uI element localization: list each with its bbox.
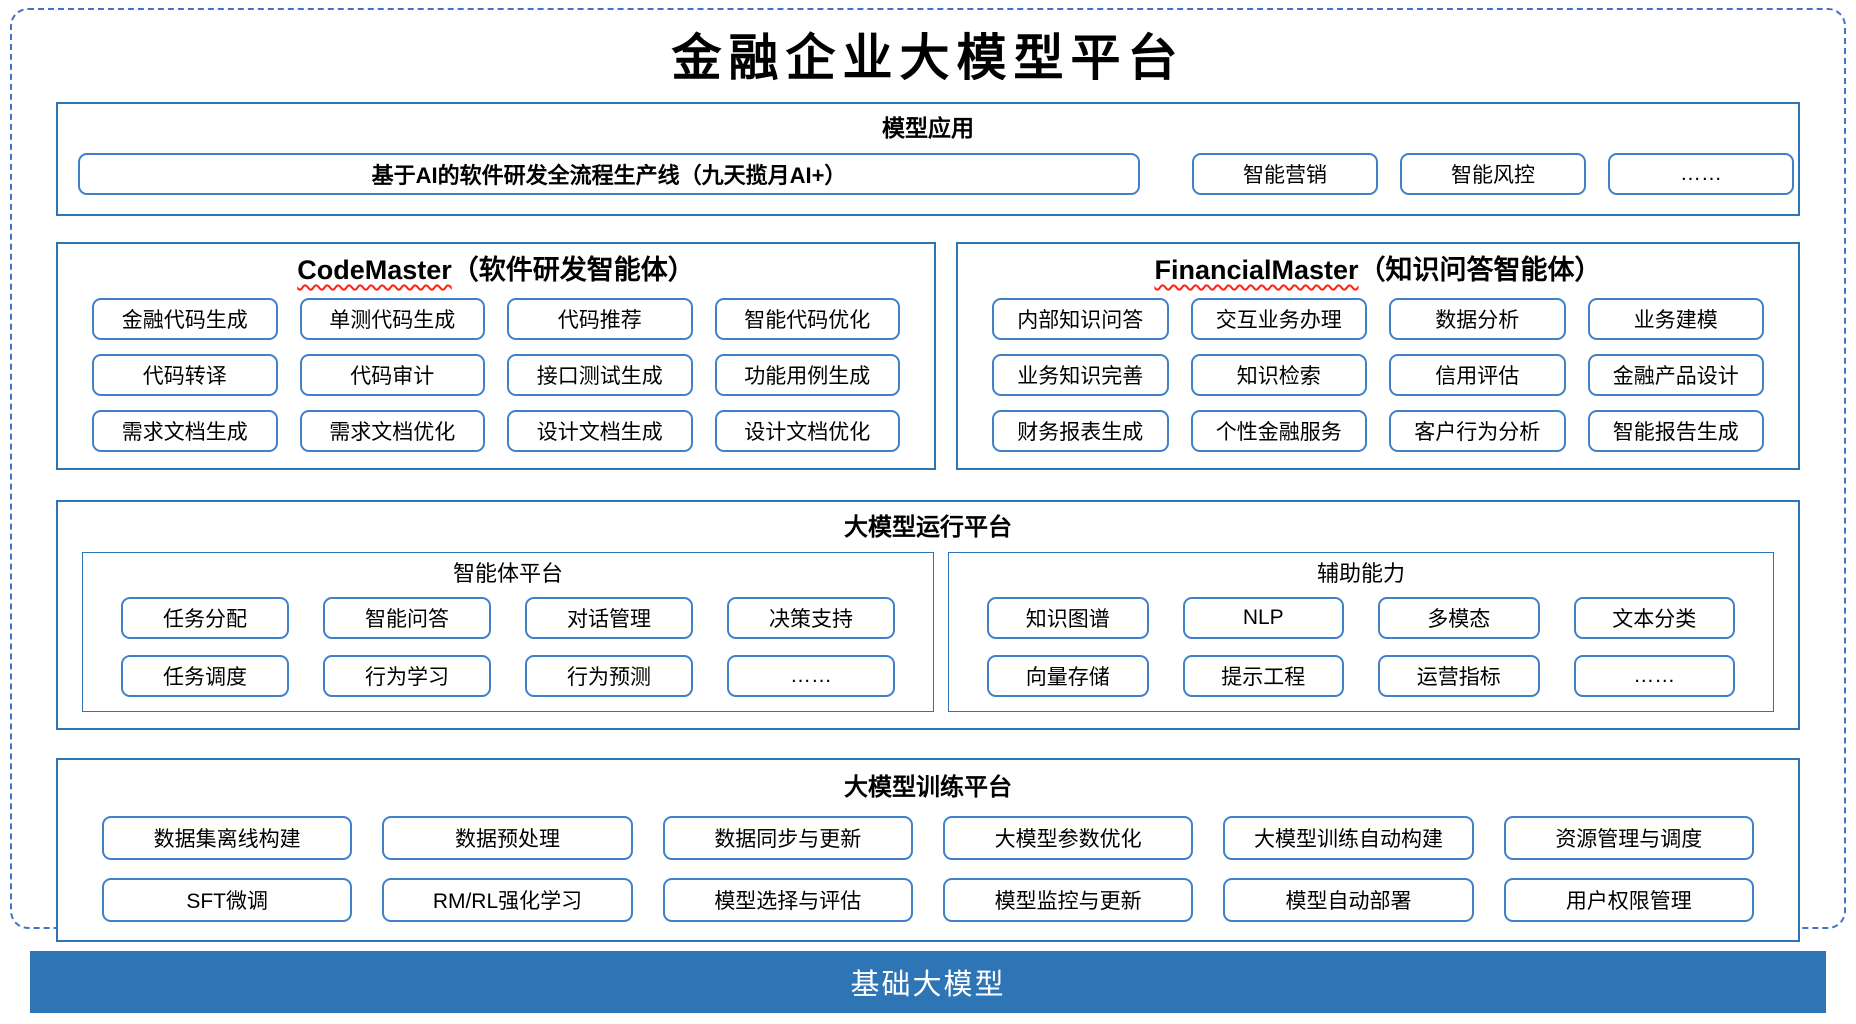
capability-box: 任务分配 (121, 597, 289, 639)
capability-box: 智能报告生成 (1587, 410, 1764, 452)
capability-box: 数据预处理 (382, 816, 633, 860)
training-platform-grid: 数据集离线构建数据预处理数据同步与更新大模型参数优化大模型训练自动构建资源管理与… (58, 816, 1798, 922)
app-box-marketing: 智能营销 (1192, 153, 1378, 195)
codemaster-title-en: CodeMaster (297, 255, 452, 285)
capability-box: 运营指标 (1378, 655, 1540, 697)
codemaster-section: CodeMaster（软件研发智能体） 金融代码生成单测代码生成代码推荐智能代码… (56, 242, 936, 470)
foundation-model-bar: 基础大模型 (30, 951, 1826, 1013)
capability-box: 代码推荐 (507, 298, 693, 340)
financialmaster-title-en: FinancialMaster (1154, 255, 1359, 285)
capability-box: 单测代码生成 (299, 298, 485, 340)
capability-box: 智能问答 (323, 597, 491, 639)
outer-dashed-frame: 金融企业大模型平台 模型应用 基于AI的软件研发全流程生产线（九天揽月AI+） … (10, 8, 1846, 942)
agent-platform-panel: 智能体平台 任务分配智能问答对话管理决策支持任务调度行为学习行为预测 …… (82, 552, 934, 712)
runtime-row: 智能体平台 任务分配智能问答对话管理决策支持任务调度行为学习行为预测 …… 辅助能… (82, 552, 1774, 712)
capability-box: 文本分类 (1573, 597, 1735, 639)
capability-box: 模型选择与评估 (662, 878, 913, 922)
financialmaster-title: FinancialMaster（知识问答智能体） (958, 252, 1798, 288)
capability-box: SFT微调 (102, 878, 353, 922)
app-box-risk-control: 智能风控 (1400, 153, 1586, 195)
capability-box: 财务报表生成 (992, 410, 1169, 452)
auxiliary-capability-grid: 知识图谱 NLP 多模态文本分类向量存储提示工程运营指标 …… (949, 597, 1773, 697)
capability-box: 知识图谱 (987, 597, 1149, 639)
capability-box: 信用评估 (1389, 354, 1566, 396)
capability-box: 数据分析 (1389, 298, 1566, 340)
runtime-platform-section: 大模型运行平台 智能体平台 任务分配智能问答对话管理决策支持任务调度行为学习行为… (56, 500, 1800, 730)
capability-box: 代码转译 (92, 354, 278, 396)
capability-box: 数据集离线构建 (102, 816, 353, 860)
financialmaster-grid: 内部知识问答交互业务办理数据分析业务建模业务知识完善知识检索信用评估金融产品设计… (958, 298, 1798, 452)
codemaster-grid: 金融代码生成单测代码生成代码推荐智能代码优化代码转译代码审计接口测试生成功能用例… (58, 298, 934, 452)
capability-box: 向量存储 (987, 655, 1149, 697)
app-box-ellipsis: …… (1608, 153, 1794, 195)
capability-box: 多模态 (1378, 597, 1540, 639)
foundation-model-label: 基础大模型 (850, 969, 1006, 1001)
page-title: 金融企业大模型平台 (671, 28, 1185, 87)
capability-box: 对话管理 (525, 597, 693, 639)
agent-platform-grid: 任务分配智能问答对话管理决策支持任务调度行为学习行为预测 …… (83, 597, 933, 697)
codemaster-title-cn: （软件研发智能体） (451, 255, 695, 285)
codemaster-title: CodeMaster（软件研发智能体） (58, 252, 934, 288)
capability-box: 接口测试生成 (507, 354, 693, 396)
capability-box: 业务建模 (1587, 298, 1764, 340)
capability-box: NLP (1182, 597, 1344, 639)
capability-box: 需求文档生成 (92, 410, 278, 452)
capability-box: 决策支持 (727, 597, 895, 639)
capability-box: 用户权限管理 (1503, 878, 1754, 922)
model-application-title: 模型应用 (882, 115, 974, 141)
capability-box: 大模型参数优化 (942, 816, 1194, 860)
capability-box: 内部知识问答 (992, 298, 1169, 340)
capability-box: 个性金融服务 (1190, 410, 1367, 452)
model-application-row: 基于AI的软件研发全流程生产线（九天揽月AI+） 智能营销 智能风控 …… (78, 153, 1794, 195)
training-platform-section: 大模型训练平台 数据集离线构建数据预处理数据同步与更新大模型参数优化大模型训练自… (56, 758, 1800, 942)
app-pipeline-box: 基于AI的软件研发全流程生产线（九天揽月AI+） (78, 153, 1140, 195)
capability-box: 行为预测 (525, 655, 693, 697)
model-application-section: 模型应用 基于AI的软件研发全流程生产线（九天揽月AI+） 智能营销 智能风控 … (56, 102, 1800, 216)
capability-box: 任务调度 (121, 655, 289, 697)
capability-box: 模型自动部署 (1223, 878, 1474, 922)
capability-box: 代码审计 (299, 354, 485, 396)
capability-box: 交互业务办理 (1190, 298, 1367, 340)
runtime-platform-title: 大模型运行平台 (844, 514, 1012, 541)
capability-box: …… (727, 655, 895, 697)
capability-box: 设计文档优化 (714, 410, 900, 452)
capability-box: 模型监控与更新 (942, 878, 1194, 922)
capability-box: 提示工程 (1182, 655, 1344, 697)
capability-box: …… (1573, 655, 1735, 697)
financialmaster-section: FinancialMaster（知识问答智能体） 内部知识问答交互业务办理数据分… (956, 242, 1800, 470)
agents-row: CodeMaster（软件研发智能体） 金融代码生成单测代码生成代码推荐智能代码… (56, 242, 1800, 470)
capability-box: 知识检索 (1190, 354, 1367, 396)
auxiliary-capability-panel: 辅助能力 知识图谱 NLP 多模态文本分类向量存储提示工程运营指标 …… (948, 552, 1774, 712)
capability-box: 数据同步与更新 (662, 816, 913, 860)
capability-box: 资源管理与调度 (1503, 816, 1754, 860)
training-platform-title: 大模型训练平台 (844, 774, 1012, 801)
auxiliary-capability-title: 辅助能力 (1316, 561, 1405, 586)
capability-box: 客户行为分析 (1389, 410, 1566, 452)
capability-box: 设计文档生成 (507, 410, 693, 452)
financialmaster-title-cn: （知识问答智能体） (1358, 255, 1602, 285)
capability-box: RM/RL强化学习 (382, 878, 633, 922)
capability-box: 功能用例生成 (714, 354, 900, 396)
capability-box: 金融产品设计 (1587, 354, 1764, 396)
capability-box: 行为学习 (323, 655, 491, 697)
capability-box: 业务知识完善 (992, 354, 1169, 396)
agent-platform-title: 智能体平台 (452, 561, 563, 586)
capability-box: 大模型训练自动构建 (1223, 816, 1474, 860)
capability-box: 智能代码优化 (714, 298, 900, 340)
capability-box: 金融代码生成 (92, 298, 278, 340)
capability-box: 需求文档优化 (299, 410, 485, 452)
